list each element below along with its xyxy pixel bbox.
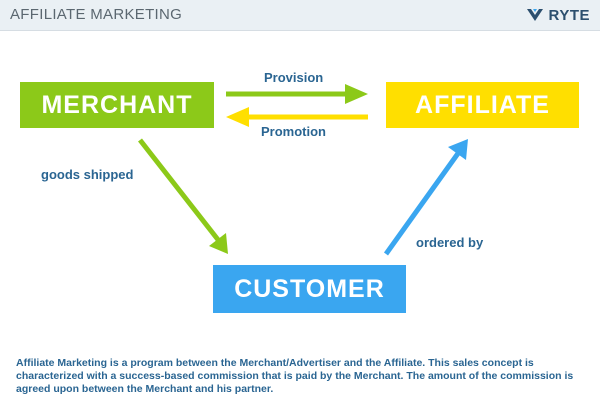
brand: RYTE — [525, 5, 590, 25]
ordered-by-label: ordered by — [416, 235, 484, 250]
goods-shipped-arrow — [138, 138, 228, 254]
provision-arrow — [226, 84, 368, 104]
brand-name: RYTE — [548, 6, 590, 24]
customer-node: CUSTOMER — [213, 265, 406, 313]
promotion-label: Promotion — [261, 124, 326, 139]
goods-shipped-label: goods shipped — [41, 167, 134, 182]
provision-label: Provision — [264, 70, 324, 85]
affiliate-node: AFFILIATE — [386, 82, 579, 128]
page-title: AFFILIATE MARKETING — [10, 6, 183, 23]
ordered-by-arrow — [383, 139, 468, 256]
ryte-logo-icon — [526, 9, 543, 21]
header-bar: AFFILIATE MARKETING RYTE — [0, 0, 600, 31]
description-text: Affiliate Marketing is a program between… — [16, 356, 574, 395]
promotion-arrow — [226, 107, 368, 127]
merchant-node: MERCHANT — [20, 82, 214, 128]
